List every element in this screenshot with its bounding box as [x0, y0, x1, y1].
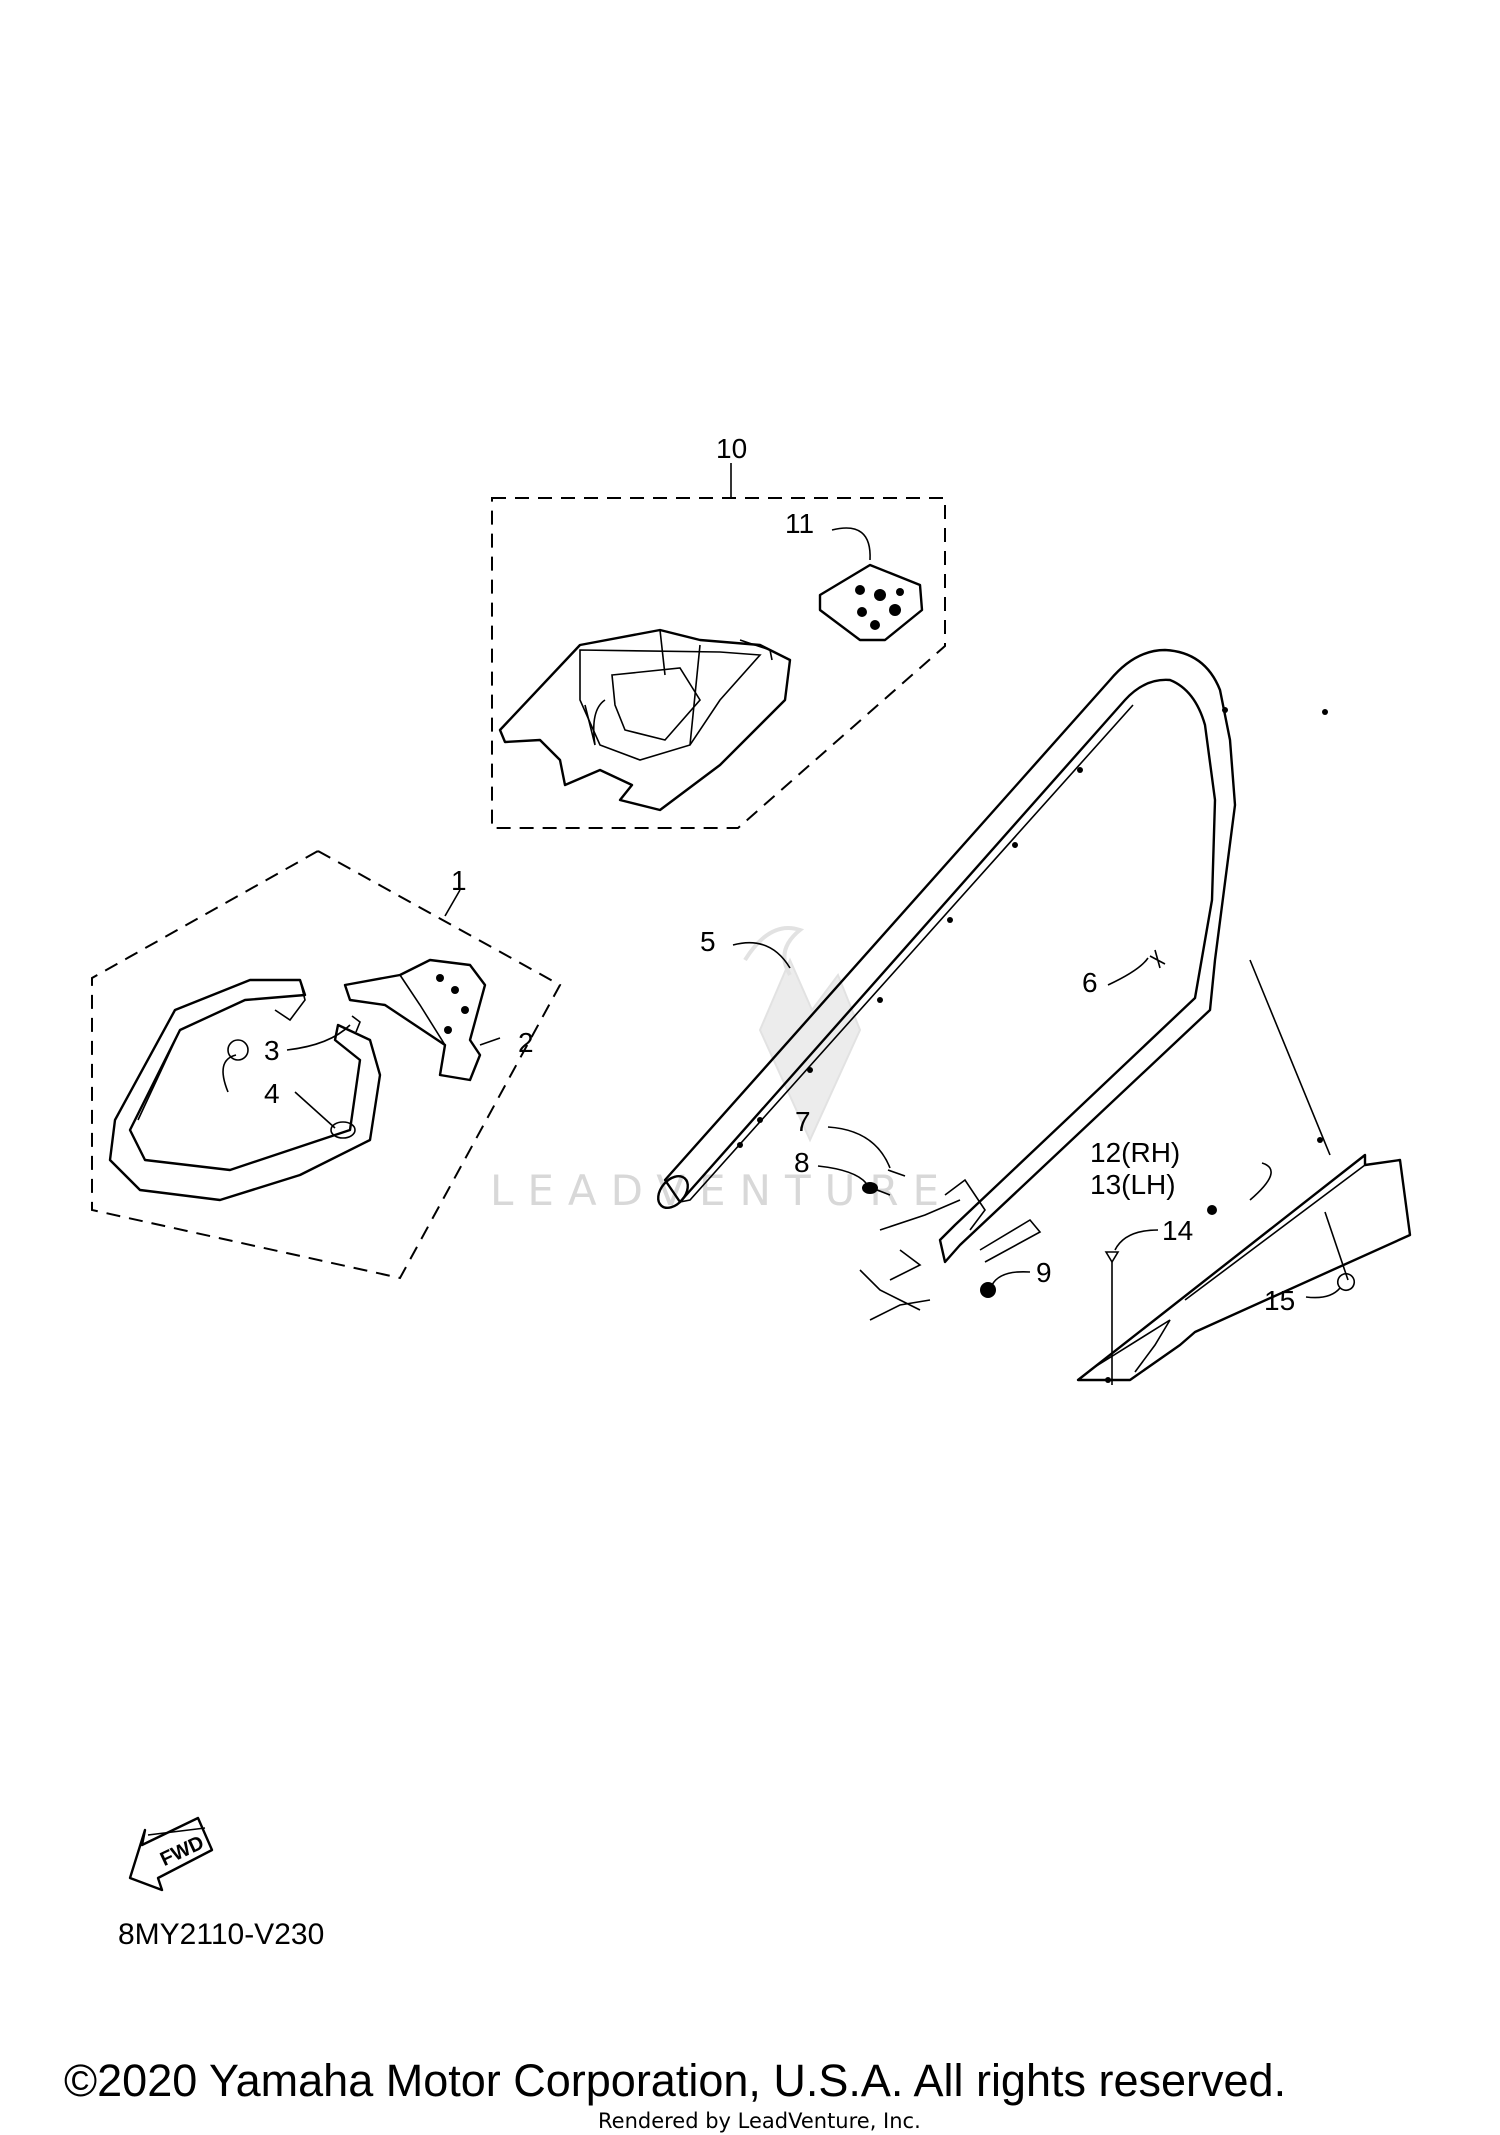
callout-10: 10: [716, 433, 747, 464]
group-10-dashed-outline: [491, 497, 946, 829]
hardware-bag-part: [818, 563, 924, 642]
callout-13: 13(LH): [1090, 1169, 1176, 1200]
callout-11: 11: [785, 508, 814, 539]
callout-14: 14: [1162, 1215, 1193, 1246]
side-rail-part: [1076, 959, 1412, 1383]
callout-4: 4: [264, 1078, 280, 1109]
callout-1: 1: [451, 865, 467, 896]
callout-6: 6: [1082, 967, 1098, 998]
callout-3: 3: [264, 1035, 280, 1066]
callout-5: 5: [700, 926, 716, 957]
callout-15: 15: [1264, 1285, 1295, 1316]
rendered-by: Rendered by LeadVenture, Inc.: [598, 2109, 921, 2133]
cover-part: [498, 628, 792, 812]
hardware-parts: [817, 949, 1356, 1385]
diagram-code: 8MY2110-V230: [118, 1918, 324, 1951]
callout-12: 12(RH): [1090, 1137, 1180, 1168]
watermark-text: LEADVENTURE: [490, 1166, 953, 1215]
part-group-10: [491, 463, 946, 829]
callout-9: 9: [1036, 1257, 1052, 1288]
callout-8: 8: [794, 1147, 810, 1178]
callouts: 10 11 1 2 3 4 5 6 7 8 9 12(RH) 13(LH) 14…: [264, 433, 1295, 1316]
callout-7: 7: [795, 1106, 811, 1137]
fwd-arrow-icon: FWD: [128, 1816, 214, 1892]
group-1-dashed-outline: [91, 849, 562, 1280]
rail-part: [657, 648, 1328, 1321]
callout-2: 2: [518, 1027, 534, 1058]
copyright-notice: ©2020 Yamaha Motor Corporation, U.S.A. A…: [64, 2055, 1286, 2106]
part-group-1: [91, 849, 562, 1280]
